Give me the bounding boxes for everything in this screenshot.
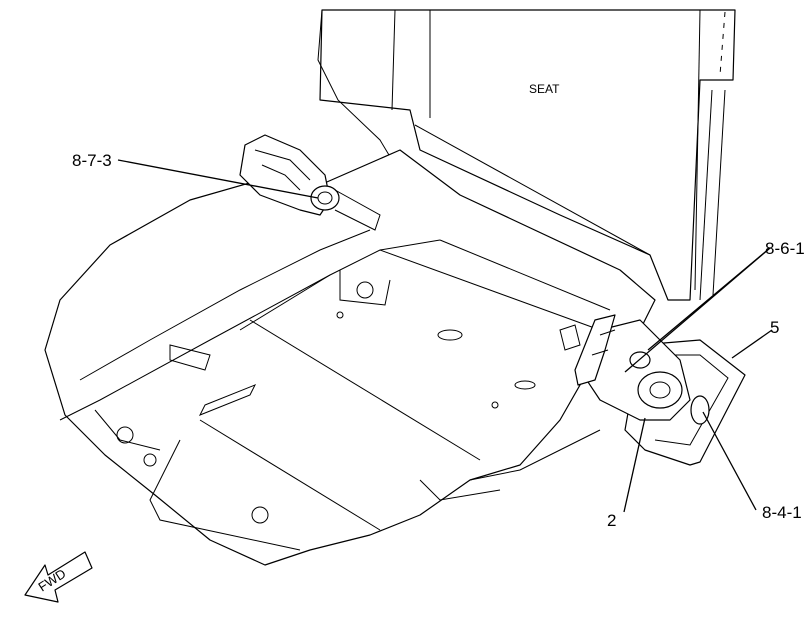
fwd-arrow: FWD [24,551,93,603]
leader-lines [117,159,773,513]
callout-5: 5 [770,318,779,337]
callout-8-4-1: 8-4-1 [762,503,802,522]
seat-label: SEAT [529,82,560,96]
callout-8-7-3: 8-7-3 [72,151,112,170]
callout-8-6-1: 8-6-1 [765,239,805,258]
callout-2: 2 [607,511,616,530]
recliner-mechanism [559,314,746,466]
seat-back [317,9,736,301]
